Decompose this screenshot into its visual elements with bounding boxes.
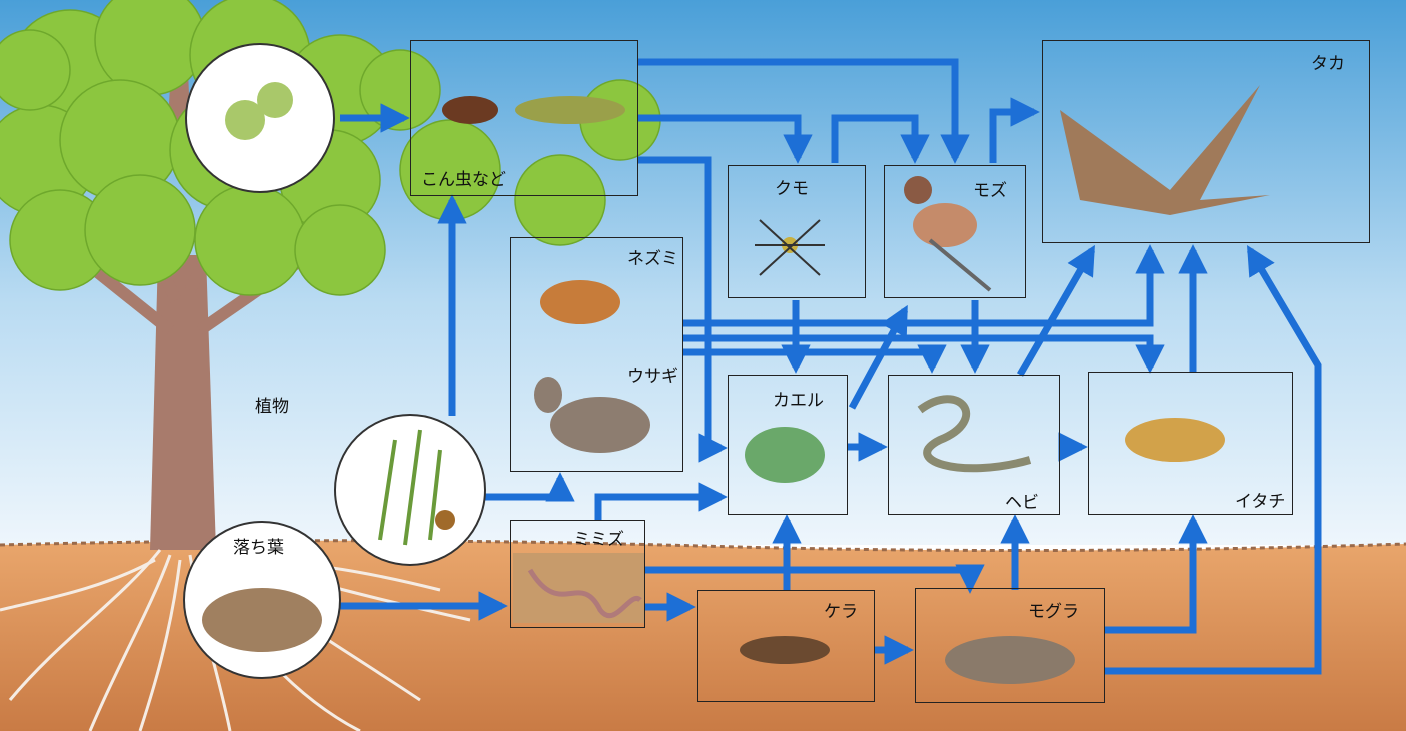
node-label: ヘビ [1005, 488, 1039, 513]
node-label: モグラ [1028, 597, 1079, 622]
node-label: カエル [773, 386, 824, 411]
node-label: イタチ [1235, 487, 1285, 512]
node-label: ミミズ [573, 525, 624, 550]
node-shrike: モズ [884, 165, 1026, 298]
node-label: ケラ [824, 597, 858, 622]
node-hawk: タカ [1042, 40, 1370, 243]
node-frog: カエル [728, 375, 848, 515]
node-label-mouse: ネズミ [627, 244, 678, 269]
node-label: タカ [1311, 49, 1345, 74]
node-spider: クモ [728, 165, 866, 298]
node-mouse-rabbit: ネズミ ウサギ [510, 237, 683, 472]
node-mole-cricket: ケラ [697, 590, 875, 702]
node-snake: ヘビ [888, 375, 1060, 515]
leaf-litter-label: 落ち葉 [233, 533, 284, 558]
plants-label: 植物 [255, 392, 289, 417]
node-weasel: イタチ [1088, 372, 1293, 515]
node-label: こん虫など [421, 165, 506, 190]
node-mole: モグラ [915, 588, 1105, 703]
node-label: モズ [973, 176, 1007, 201]
node-insects: こん虫など [410, 40, 638, 196]
node-label: クモ [775, 174, 809, 199]
node-label-rabbit: ウサギ [627, 362, 678, 387]
node-earthworm: ミミズ [510, 520, 645, 628]
